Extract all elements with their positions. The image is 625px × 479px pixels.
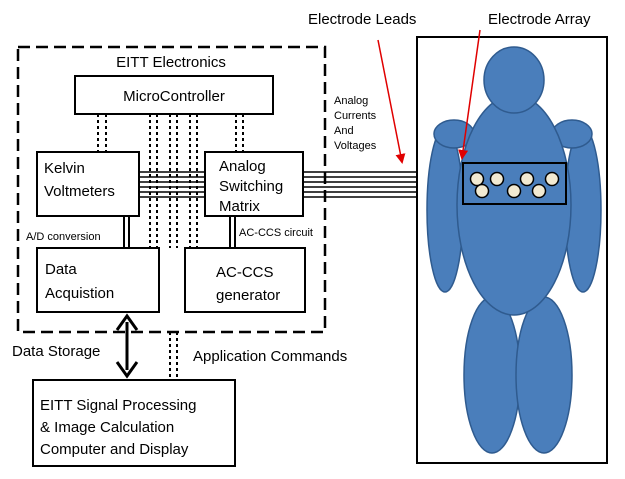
analog-signals-label-1: Analog (334, 95, 368, 107)
electrode (531, 183, 547, 199)
switching-label-2: Switching (219, 178, 283, 195)
electrode-array-box (462, 162, 567, 205)
electrode (469, 171, 485, 187)
signal-processing-box (32, 379, 236, 467)
data-acq-label-2: Acquistion (45, 285, 114, 302)
electrode (519, 171, 535, 187)
data-acquisition-box (36, 247, 160, 313)
analog-signals-label-2: Currents (334, 110, 377, 122)
acccs-label-2: generator (216, 287, 280, 304)
kelvin-label-1: Kelvin (44, 160, 85, 177)
internal-cables (139, 171, 205, 198)
kelvin-voltmeters-box (36, 151, 140, 217)
electronics-enclosure (16, 45, 327, 334)
electrode (544, 171, 560, 187)
electrode-array-arrow (458, 29, 481, 160)
electrode (474, 183, 490, 199)
electrode-leads-label: Electrode Leads (308, 11, 416, 28)
vertical-connectors (123, 216, 236, 248)
electrode (489, 171, 505, 187)
microcontroller-box (74, 75, 274, 115)
control-bus-lines (97, 114, 244, 380)
acccs-label-1: AC-CCS (216, 264, 274, 281)
data-acq-label-1: Data (45, 261, 77, 278)
ad-conversion-label: A/D conversion (26, 231, 101, 243)
processing-label-2: & Image Calculation (40, 419, 174, 436)
acccs-circuit-label: AC-CCS circuit (239, 227, 313, 239)
data-storage-arrow (115, 313, 139, 379)
electrode-array-label: Electrode Array (488, 11, 591, 28)
switching-matrix-box (204, 151, 304, 217)
processing-label-1: EITT Signal Processing (40, 397, 196, 414)
switching-label-3: Matrix (219, 198, 260, 215)
microcontroller-label: MicroController (123, 88, 225, 105)
processing-label-3: Computer and Display (40, 441, 189, 458)
electrode (506, 183, 522, 199)
electronics-title: EITT Electronics (116, 54, 226, 71)
analog-signals-label-4: Voltages (334, 140, 377, 152)
kelvin-label-2: Voltmeters (44, 183, 115, 200)
analog-signals-label-3: And (334, 125, 354, 137)
electrode-leads-arrow (377, 39, 406, 164)
application-commands-label: Application Commands (193, 348, 347, 365)
electrodes (469, 171, 560, 199)
switching-label-1: Analog (219, 158, 266, 175)
data-storage-label: Data Storage (12, 343, 100, 360)
acccs-generator-box (184, 247, 306, 313)
